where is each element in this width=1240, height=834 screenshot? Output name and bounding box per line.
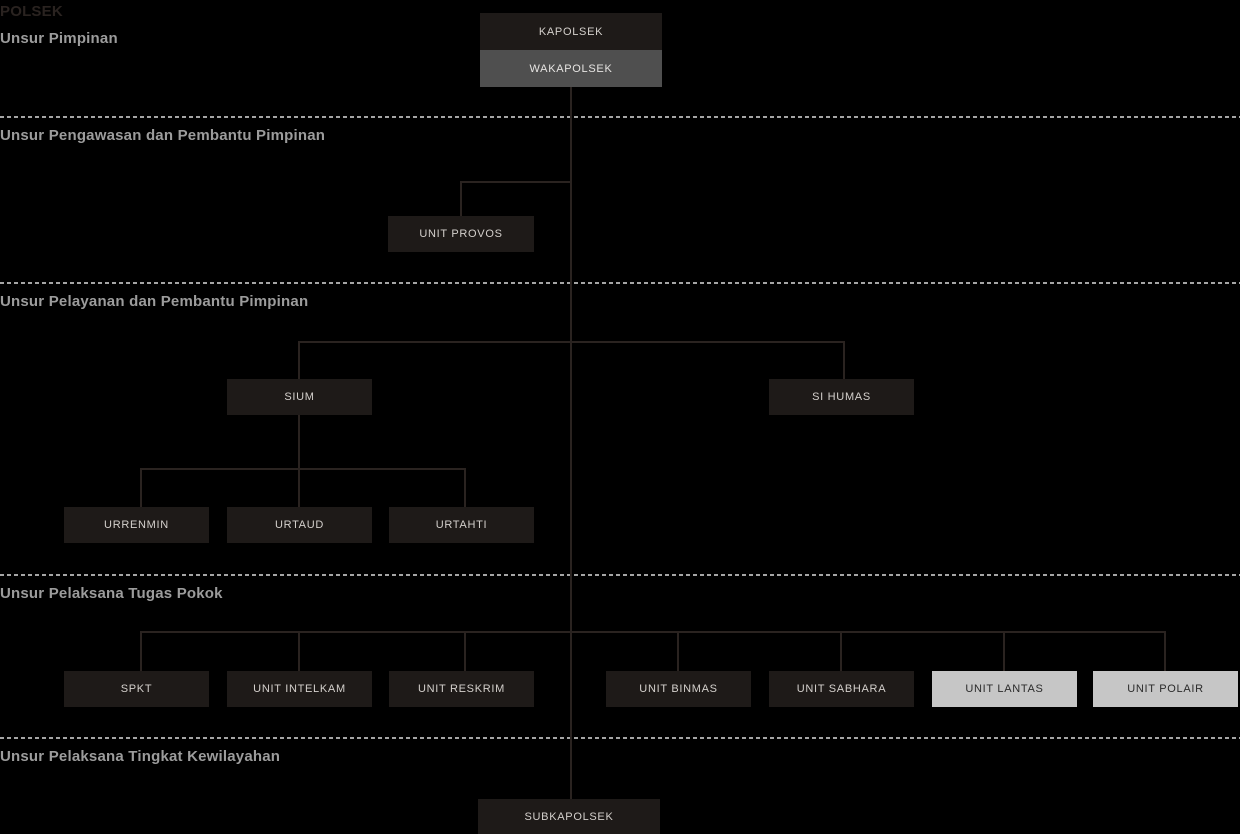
trunk-segment-3 [570, 342, 572, 632]
node-spkt[interactable]: SPKT [64, 671, 209, 707]
node-unit-sabhara[interactable]: UNIT SABHARA [769, 671, 914, 707]
band-label-pengawasan: Unsur Pengawasan dan Pembantu Pimpinan [0, 127, 326, 144]
connector-spkt-drop [140, 631, 142, 671]
connector-sium-sub-bus [140, 468, 466, 470]
trunk-segment-4 [570, 632, 572, 799]
node-unit-reskrim[interactable]: UNIT RESKRIM [389, 671, 534, 707]
band-label-tugas-pokok: Unsur Pelaksana Tugas Pokok [0, 585, 223, 602]
connector-intelkam-drop [298, 631, 300, 671]
divider-kewilayahan [0, 737, 1240, 739]
divider-pelayanan [0, 282, 1240, 284]
connector-sihumas-drop [843, 341, 845, 379]
connector-sium-drop [298, 341, 300, 379]
page-title: POLSEK [0, 3, 63, 20]
node-unit-lantas[interactable]: UNIT LANTAS [932, 671, 1077, 707]
connector-sium-stem [298, 415, 300, 469]
node-unit-intelkam[interactable]: UNIT INTELKAM [227, 671, 372, 707]
trunk-segment-1 [570, 87, 572, 182]
node-kapolsek[interactable]: KAPOLSEK [480, 13, 662, 50]
band-label-pelayanan: Unsur Pelayanan dan Pembantu Pimpinan [0, 293, 309, 310]
connector-binmas-drop [677, 631, 679, 671]
connector-urtaud-drop [298, 468, 300, 507]
band-label-pimpinan: Unsur Pimpinan [0, 30, 118, 47]
node-unit-provos[interactable]: UNIT PROVOS [388, 216, 534, 252]
node-unit-binmas[interactable]: UNIT BINMAS [606, 671, 751, 707]
connector-urtahti-drop [464, 468, 466, 507]
divider-pengawasan [0, 116, 1240, 118]
connector-tugas-pokok-bus [140, 631, 1166, 633]
connector-sabhara-drop [840, 631, 842, 671]
node-urrenmin[interactable]: URRENMIN [64, 507, 209, 543]
connector-provos-horizontal [460, 181, 572, 183]
connector-reskrim-drop [464, 631, 466, 671]
band-label-kewilayahan: Unsur Pelaksana Tingkat Kewilayahan [0, 748, 281, 765]
node-urtaud[interactable]: URTAUD [227, 507, 372, 543]
connector-polair-drop [1164, 631, 1166, 671]
divider-tugas-pokok [0, 574, 1240, 576]
connector-pelayanan-bus [298, 341, 845, 343]
node-wakapolsek[interactable]: WAKAPOLSEK [480, 50, 662, 87]
node-subkapolsek[interactable]: SUBKAPOLSEK [478, 799, 660, 834]
connector-lantas-drop [1003, 631, 1005, 671]
node-si-humas[interactable]: SI HUMAS [769, 379, 914, 415]
trunk-segment-2 [570, 182, 572, 342]
connector-urrenmin-drop [140, 468, 142, 507]
node-sium[interactable]: SIUM [227, 379, 372, 415]
connector-provos-vertical [460, 181, 462, 216]
node-urtahti[interactable]: URTAHTI [389, 507, 534, 543]
node-unit-polair[interactable]: UNIT POLAIR [1093, 671, 1238, 707]
